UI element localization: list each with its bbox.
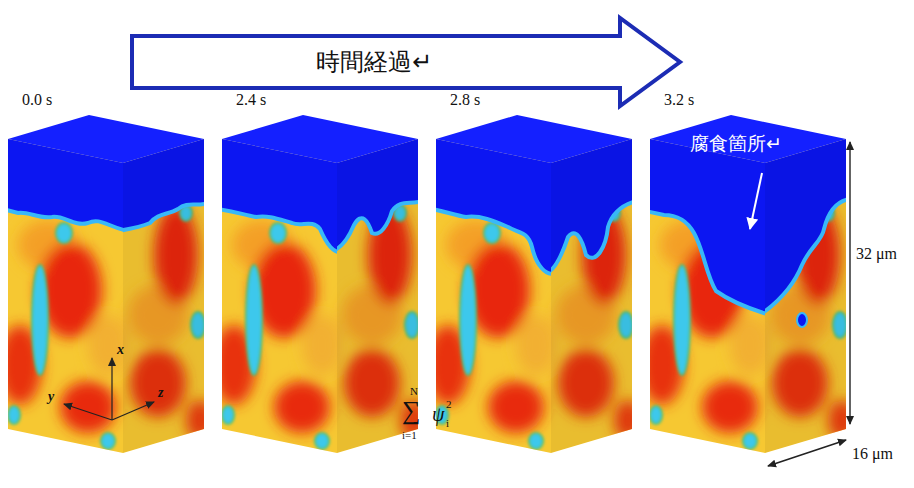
formula-part: 2	[446, 399, 452, 410]
dimension-lines	[768, 142, 850, 466]
formula-part: i=1	[402, 430, 417, 441]
formula-part: ψ	[432, 404, 444, 424]
time-label: 3.2 s	[664, 92, 694, 108]
time-arrow: 時間経過↵	[128, 14, 684, 110]
corrosion-callout: 腐食箇所↵	[690, 134, 782, 153]
arrow-text: 時間経過↵	[316, 46, 432, 78]
simulation-box	[0, 110, 214, 460]
axis-label: y	[48, 390, 54, 404]
axis-label: z	[158, 386, 163, 400]
dimension-label: 16 μm	[852, 446, 893, 462]
simulation-box	[212, 110, 428, 460]
axis-label: x	[117, 343, 124, 357]
formula-part: ∑	[402, 398, 421, 424]
time-label: 2.8 s	[450, 92, 480, 108]
simulation-box	[426, 110, 642, 460]
time-label: 2.4 s	[236, 92, 266, 108]
axis-triad	[64, 358, 154, 420]
formula-part: N	[410, 386, 418, 397]
time-label: 0.0 s	[22, 92, 52, 108]
formula-part: i	[446, 418, 449, 429]
dimension-label: 32 μm	[856, 246, 897, 262]
simulation-box	[640, 110, 856, 460]
